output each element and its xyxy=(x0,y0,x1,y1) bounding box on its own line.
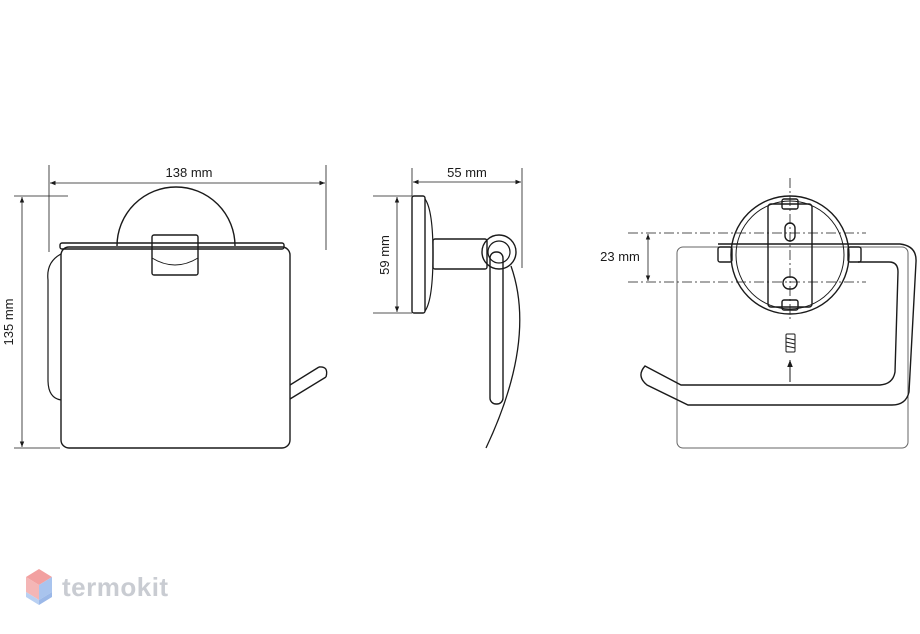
vertical-arm xyxy=(489,251,504,405)
lid-hinge-bar xyxy=(59,242,285,250)
front-view xyxy=(14,165,328,449)
depth-dimension xyxy=(411,168,523,268)
rear-view xyxy=(628,178,917,449)
hinge-block xyxy=(151,234,199,276)
plate-height-label: 59 mm xyxy=(377,235,392,275)
side-view xyxy=(373,168,523,449)
holder-frame xyxy=(640,243,917,406)
hidden-cover-outline xyxy=(676,246,909,449)
holder-arm xyxy=(289,366,328,400)
depth-label: 55 mm xyxy=(447,165,487,180)
cover-curve xyxy=(485,265,521,449)
height-dimension xyxy=(14,195,68,449)
plate-height-dimension xyxy=(373,195,412,314)
width-dimension xyxy=(48,165,327,252)
hinge-ring xyxy=(481,234,517,270)
width-label: 138 mm xyxy=(166,165,213,180)
support-rod xyxy=(432,238,488,270)
wall-rosette xyxy=(116,186,236,247)
hole-spacing-label: 23 mm xyxy=(600,249,640,264)
wall-plate xyxy=(411,195,426,314)
brand-name: termokit xyxy=(62,571,169,602)
brand-logo: termokit xyxy=(24,568,169,606)
brand-hexagon-icon xyxy=(26,569,52,605)
height-label: 135 mm xyxy=(1,299,16,346)
screw xyxy=(785,333,796,353)
cover-plate xyxy=(60,246,291,449)
